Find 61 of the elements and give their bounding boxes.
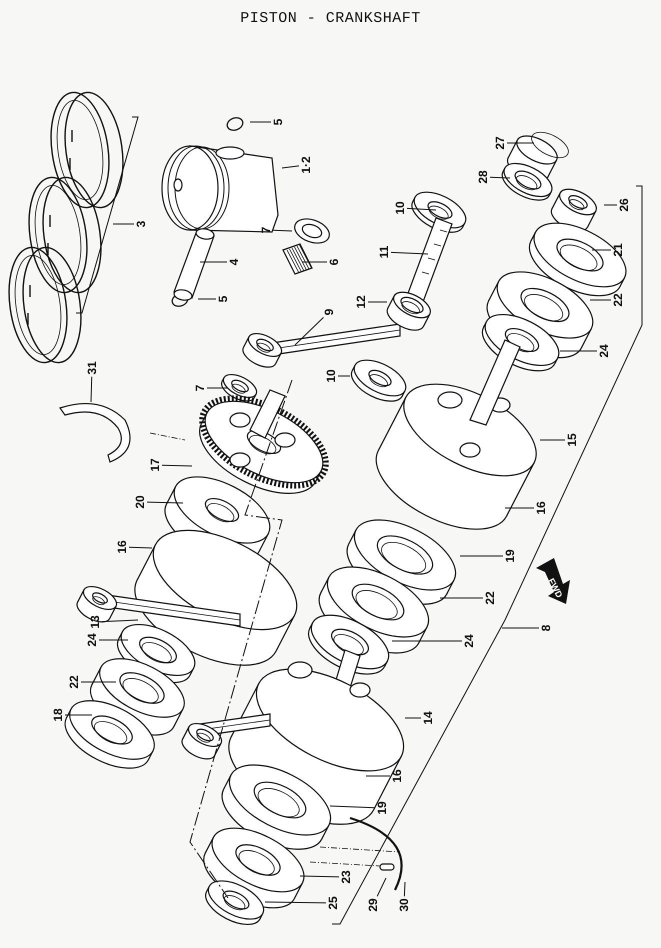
- leader-line: [102, 620, 138, 622]
- callout-number: 22: [68, 674, 80, 690]
- leader-line: [64, 714, 92, 716]
- callout-number: 11: [378, 244, 390, 260]
- callout-number: 19: [504, 548, 516, 564]
- callout-number: 28: [477, 169, 489, 185]
- callout-number: 18: [52, 707, 64, 723]
- leader-line: [390, 252, 428, 254]
- callout-number: 24: [598, 343, 610, 359]
- callout-number: 4: [228, 258, 240, 266]
- leader-line: [404, 882, 406, 897]
- callout-number: 23: [340, 869, 352, 885]
- callout-number: 1·2: [300, 155, 312, 175]
- callout-number: 7: [194, 384, 206, 392]
- callout-number: 30: [398, 897, 410, 913]
- callout-number: 16: [116, 539, 128, 555]
- callout-number: 10: [394, 200, 406, 216]
- callout-number: 17: [149, 457, 161, 473]
- callout-number: 8: [540, 624, 552, 632]
- callout-number: 14: [422, 710, 434, 726]
- callout-number: 24: [86, 632, 98, 648]
- leader-line: [146, 502, 184, 504]
- callout-number: 10: [325, 368, 337, 384]
- leader-line: [560, 350, 598, 352]
- leader-line: [272, 230, 292, 232]
- direction-label: FWD: [546, 576, 564, 600]
- callout-number: 19: [376, 800, 388, 816]
- callout-number: 27: [494, 135, 506, 151]
- callout-number: 9: [323, 308, 335, 316]
- callout-number: 29: [367, 897, 379, 913]
- leader-line: [604, 204, 618, 206]
- leader-line: [264, 902, 326, 904]
- leader-line: [300, 876, 340, 878]
- callout-number: 20: [134, 494, 146, 510]
- callout-number: 6: [328, 258, 340, 266]
- leader-line: [90, 376, 92, 402]
- leader-line: [198, 298, 216, 300]
- callout-number: 7: [260, 226, 272, 234]
- leader-line: [128, 546, 152, 548]
- diagram-title: PISTON - CRANKSHAFT: [239, 10, 422, 27]
- leader-line: [506, 142, 534, 144]
- callout-number: 31: [86, 360, 98, 376]
- callout-number: 26: [618, 197, 630, 213]
- leader-line: [376, 878, 386, 897]
- callout-number: 16: [391, 768, 403, 784]
- callout-number: 22: [612, 292, 624, 308]
- callout-number: 3: [135, 220, 147, 228]
- callout-number: 16: [535, 500, 547, 516]
- leader-line: [392, 640, 462, 642]
- callout-number: 5: [217, 294, 229, 304]
- callout-number: 5: [272, 118, 284, 126]
- callout-number: 12: [355, 294, 367, 310]
- callout-number: 22: [484, 590, 496, 606]
- leader-line: [162, 464, 192, 466]
- callout-number: 15: [566, 432, 578, 448]
- callout-number: 25: [327, 895, 339, 911]
- leader-line: [282, 165, 300, 168]
- callout-number: 24: [463, 633, 475, 649]
- leader-line: [294, 316, 324, 346]
- leader-line: [490, 176, 510, 178]
- leader-line: [330, 806, 376, 808]
